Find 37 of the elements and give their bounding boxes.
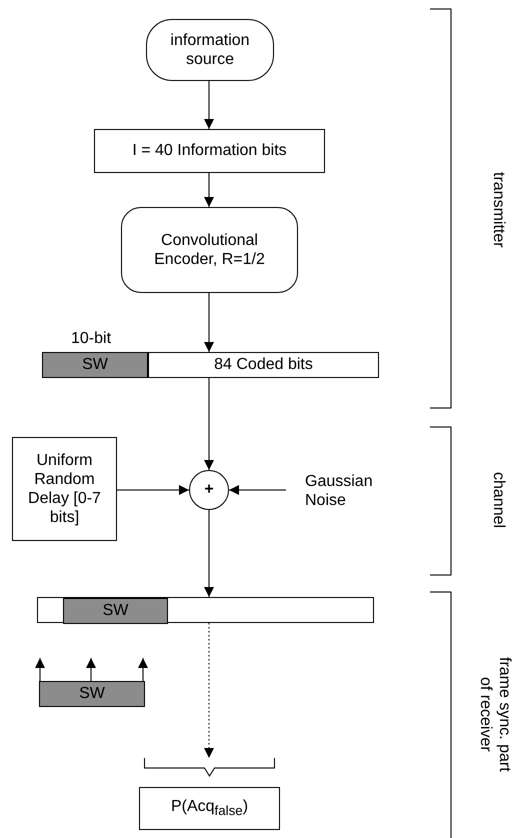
arrow	[204, 292, 214, 352]
arrow	[228, 485, 286, 495]
arrow	[35, 658, 45, 682]
arrow	[204, 622, 214, 758]
arrow	[204, 378, 214, 470]
arrow	[204, 80, 214, 130]
field-width-label: 10-bit	[71, 329, 112, 348]
node-text: SW	[79, 684, 105, 704]
node-text: Uniform Random Delay [0-7 bits]	[27, 450, 102, 528]
frame-segment	[148, 352, 379, 378]
node-text: I = 40 Information bits	[132, 141, 287, 161]
node-text: SW	[82, 355, 108, 375]
output-box	[139, 787, 280, 830]
terminal-box	[146, 19, 274, 81]
section-label: transmitter	[489, 171, 508, 250]
node-text: 84 Coded bits	[214, 355, 313, 375]
sum-junction	[189, 470, 229, 510]
section-label: frame sync. part of receiver	[476, 656, 514, 774]
arrow	[116, 485, 190, 495]
bracket	[144, 758, 275, 777]
arrow	[204, 510, 214, 598]
node-text: information source	[169, 30, 251, 70]
process-box	[94, 129, 325, 173]
sync-word-block	[39, 681, 145, 707]
node-text: Convolutional Encoder, R=1/2	[153, 230, 266, 270]
node-text: Gaussian Noise	[305, 472, 374, 510]
process-box	[121, 207, 298, 293]
plus-sign: +	[204, 480, 214, 500]
arrow	[138, 658, 148, 682]
arrow	[86, 658, 96, 682]
sync-word-block	[63, 598, 168, 624]
section-label: channel	[489, 470, 508, 530]
process-box	[12, 437, 117, 541]
received-frame-bar	[37, 597, 374, 623]
arrow	[204, 172, 214, 208]
node-text: P(Acq$_{false}$)	[170, 797, 248, 820]
node-text: SW	[102, 601, 128, 621]
